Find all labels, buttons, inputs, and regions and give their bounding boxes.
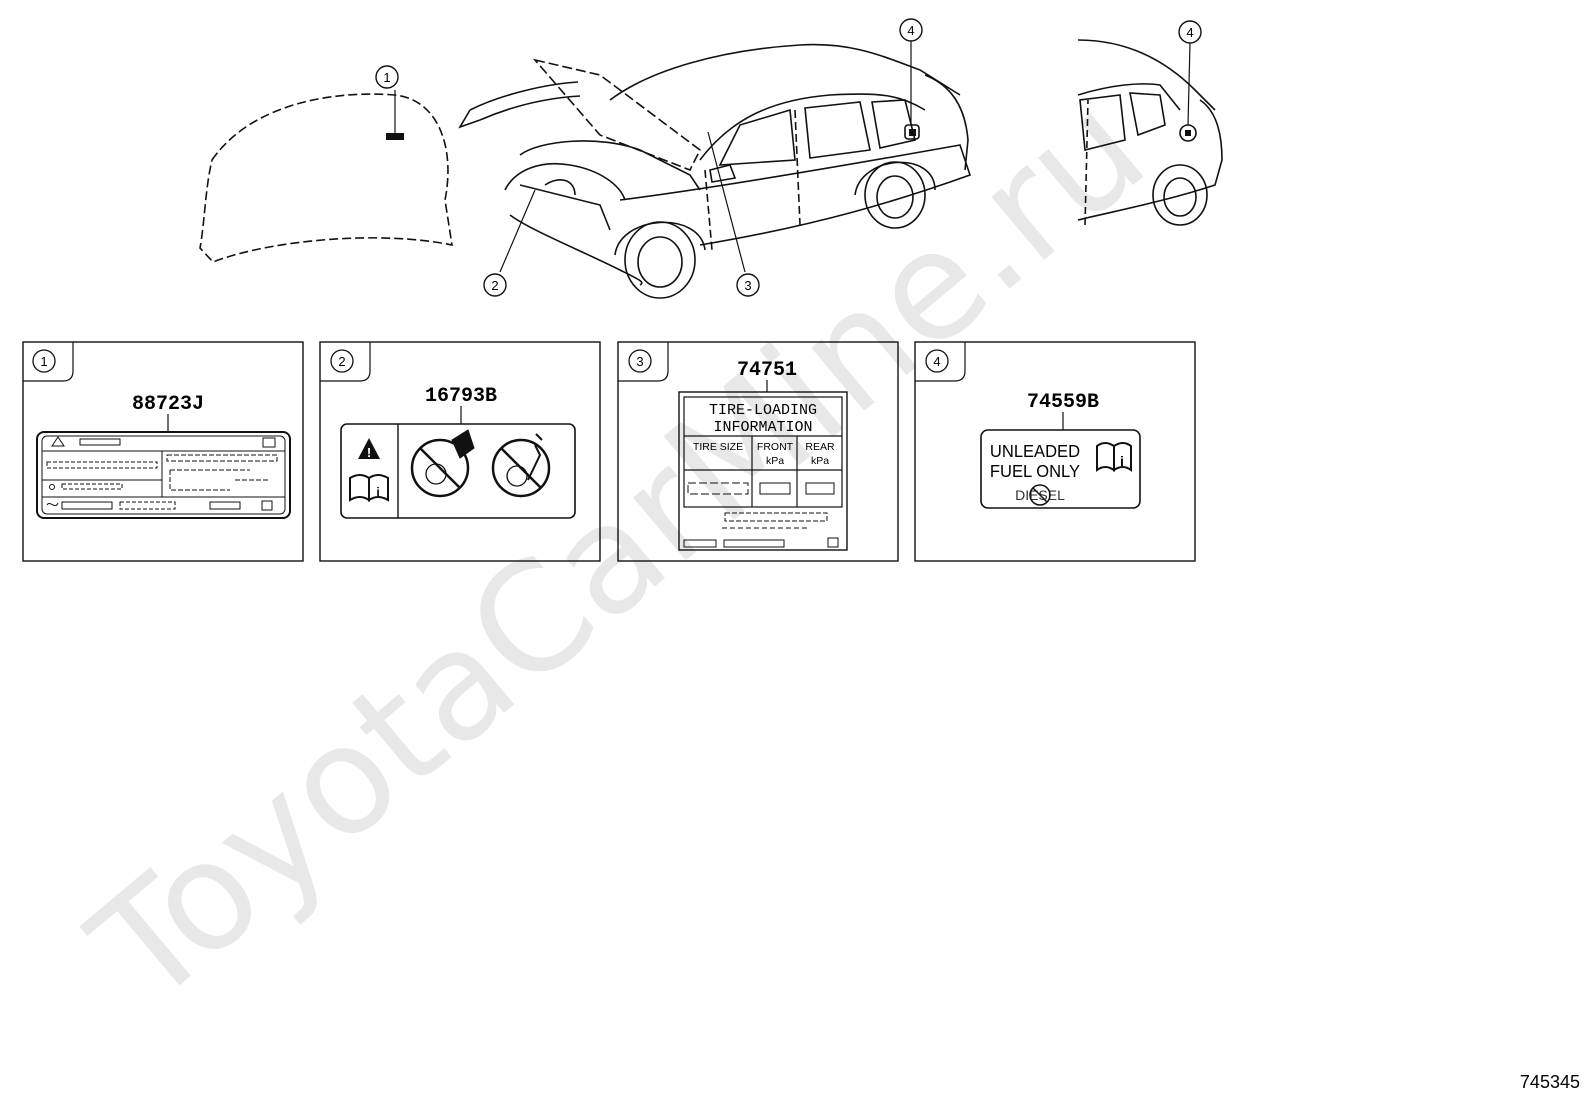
tire-label-col-tire-size: TIRE SIZE xyxy=(693,441,743,453)
callout-2: 2 xyxy=(483,189,536,297)
panel-2-index-circle xyxy=(330,349,354,373)
panel-1-index-circle xyxy=(32,349,56,373)
panel-1: 1 88723J xyxy=(22,341,304,562)
panel-3: 3 74751 TIRE-LOADING INFORMATION TIRE SI… xyxy=(617,341,899,562)
fuel-label-line-1: UNLEADED xyxy=(990,440,1080,461)
info-i-glyph: i xyxy=(1120,453,1124,469)
tire-label-col-rear: REAR xyxy=(805,441,835,453)
panel-2-index: 2 xyxy=(338,354,345,369)
car-front-illustration xyxy=(504,43,972,299)
car-rear-illustration xyxy=(1077,39,1223,226)
hood-caution-label xyxy=(36,431,291,519)
diagram-code: 745345 xyxy=(1520,1072,1580,1092)
direction-arrow xyxy=(458,81,581,129)
svg-text:!: ! xyxy=(367,445,371,460)
manual-book-icon-2 xyxy=(1096,442,1132,472)
tire-loading-label xyxy=(678,391,848,551)
no-tool-fan-icon xyxy=(491,433,551,498)
callout-1: 1 xyxy=(375,65,399,89)
panel-4-index-circle xyxy=(925,349,949,373)
tire-label-title-2: INFORMATION xyxy=(713,419,812,436)
hood-label-marker xyxy=(386,133,404,140)
svg-text:3: 3 xyxy=(744,278,751,293)
panel-1-part-number: 88723J xyxy=(132,393,204,416)
panel-2-part-number: 16793B xyxy=(425,385,497,408)
fuel-door-marker xyxy=(909,129,916,136)
tire-label-title-1: TIRE-LOADING xyxy=(709,402,817,419)
svg-text:4: 4 xyxy=(1186,25,1193,40)
panel-3-index: 3 xyxy=(636,354,643,369)
panel-3-index-circle xyxy=(628,349,652,373)
callout-4-front: 4 xyxy=(899,18,923,125)
no-hand-fan-icon xyxy=(410,429,475,498)
hood-illustration xyxy=(199,93,453,263)
rear-fuel-door-marker xyxy=(1185,130,1191,136)
watermark: ToyotaCarMine.ru xyxy=(61,62,1177,1038)
tire-label-unit-rear: kPa xyxy=(811,455,829,467)
fuel-type-label xyxy=(980,429,1141,509)
panel-1-index: 1 xyxy=(40,354,47,369)
svg-text:2: 2 xyxy=(491,278,498,293)
fuel-label-line-2: FUEL ONLY xyxy=(990,460,1081,481)
panel-4-part-number: 74559B xyxy=(1027,391,1099,414)
manual-book-icon xyxy=(349,474,389,502)
tire-label-unit-front: kPa xyxy=(766,455,784,467)
panel-2: 2 16793B ! i xyxy=(319,341,601,562)
panel-4: 4 74559B UNLEADED FUEL ONLY i DIESEL xyxy=(914,341,1196,562)
svg-text:1: 1 xyxy=(383,70,390,85)
callout-4-rear: 4 xyxy=(1178,20,1202,126)
tire-label-col-front: FRONT xyxy=(757,441,794,453)
callout-3: 3 xyxy=(707,131,760,297)
svg-text:i: i xyxy=(376,485,379,499)
panel-3-part-number: 74751 xyxy=(737,359,797,382)
warning-triangle-icon xyxy=(358,438,380,459)
prohibited-symbol-icon xyxy=(1029,484,1051,506)
panel-4-index: 4 xyxy=(933,354,940,369)
svg-text:4: 4 xyxy=(907,23,914,38)
fan-warning-label: ! i xyxy=(340,423,576,519)
